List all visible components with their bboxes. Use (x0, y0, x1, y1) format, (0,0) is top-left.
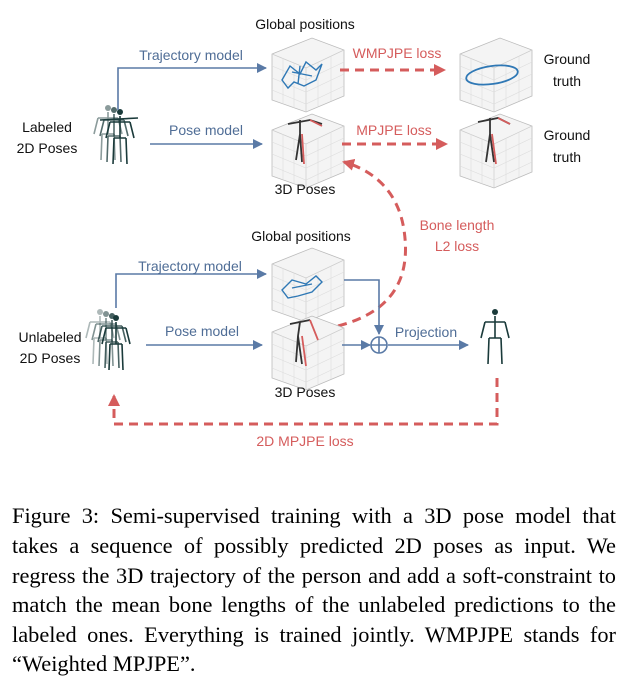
top-trajectory-curve (281, 60, 323, 90)
bone-length-l1: Bone length (420, 217, 495, 233)
sum-node (370, 336, 388, 354)
top-3d-poses-label: 3D Poses (275, 181, 336, 197)
trajectory-to-sum-arrow (344, 279, 384, 335)
bottom-trajectory-model-label: Trajectory model (138, 258, 242, 274)
unlabeled-title-l1: Unlabeled (18, 329, 81, 345)
unlabeled-poses-skeleton (85, 308, 131, 371)
mpjpe-2d-loss-arrow (108, 378, 499, 426)
gt-trajectory-cube (459, 37, 533, 113)
ground-truth-2-l1: Ground (544, 127, 591, 143)
ground-truth-1-l1: Ground (544, 51, 591, 67)
labeled-poses-skeleton (93, 104, 139, 165)
top-global-positions-label: Global positions (255, 16, 355, 32)
ground-truth-2-l2: truth (553, 149, 581, 165)
labeled-title-l1: Labeled (22, 119, 72, 135)
top-pose-model-label: Pose model (169, 122, 243, 138)
bone-length-loss-arrow (337, 158, 408, 328)
bone-length-l2: L2 loss (435, 238, 479, 254)
gt-trajectory-ellipse (465, 64, 519, 86)
top-trajectory-model-label: Trajectory model (139, 47, 243, 63)
caption-text: Semi-supervised training with a 3D pose … (12, 503, 616, 677)
top-3d-poses-cube (271, 113, 345, 189)
top-trajectory-arrow (117, 63, 267, 110)
gt-pose-cube (459, 113, 533, 189)
projection-label: Projection (395, 324, 457, 340)
projected-2d-pose (480, 308, 510, 365)
ground-truth-1-l2: truth (553, 73, 581, 89)
bottom-3d-pose (289, 319, 311, 365)
unlabeled-title-l2: 2D Poses (20, 350, 81, 366)
figure-diagram: Labeled 2D Poses Global positions Ground… (17, 16, 591, 449)
bottom-trajectory-arrow (115, 269, 267, 308)
labeled-title-l2: 2D Poses (17, 140, 78, 156)
bottom-global-positions-label: Global positions (251, 228, 351, 244)
wmpjpe-loss-label: WMPJPE loss (353, 45, 442, 61)
figure-caption: Figure 3: Semi-supervised training with … (12, 501, 616, 679)
mpjpe-2d-loss-label: 2D MPJPE loss (256, 433, 353, 449)
bottom-trajectory-curve (281, 275, 323, 299)
bottom-3d-poses-cube (271, 315, 345, 391)
caption-label: Figure 3: (12, 503, 100, 529)
mpjpe-loss-label: MPJPE loss (356, 122, 431, 138)
bottom-pose-model-label: Pose model (165, 323, 239, 339)
bottom-3d-poses-label: 3D Poses (275, 384, 336, 400)
